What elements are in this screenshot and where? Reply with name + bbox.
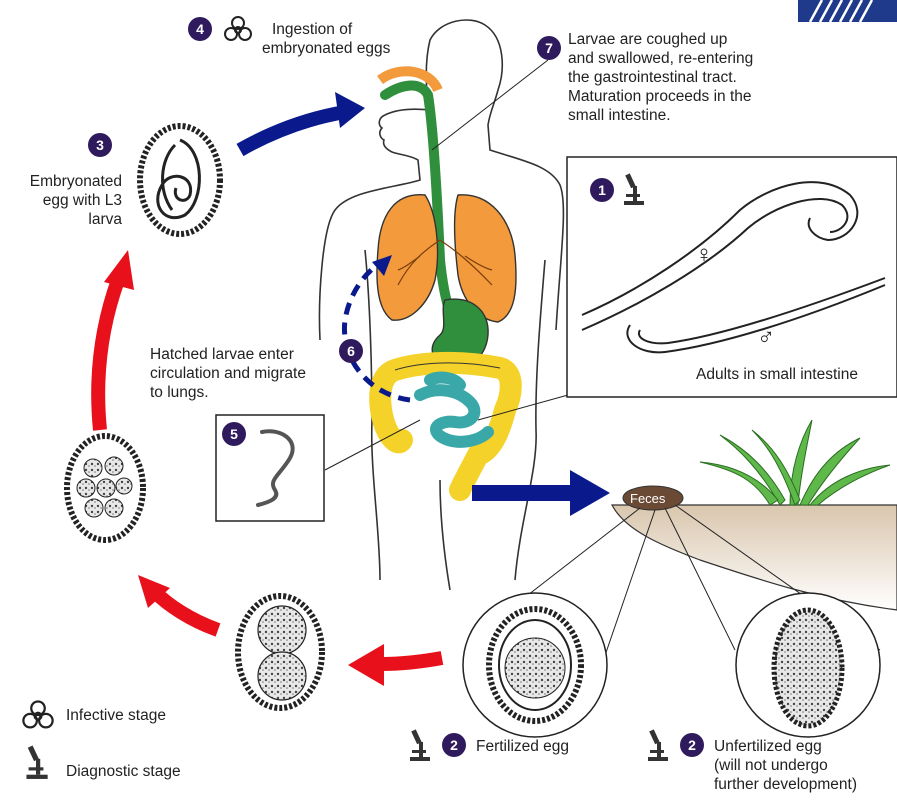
label-line: further development) xyxy=(714,775,857,794)
stage-7-label: Larvae are coughed up and swallowed, re-… xyxy=(568,30,753,125)
stage-4-badge: 4 xyxy=(188,17,212,41)
female-symbol: ♀ xyxy=(695,245,713,264)
stage-3-label: Embryonated egg with L3 larva xyxy=(4,172,122,229)
label-line: and swallowed, re-entering xyxy=(568,49,753,68)
blue-arrow-ingestion xyxy=(240,92,365,150)
microscope-icon xyxy=(406,728,432,762)
egg-embryonated xyxy=(140,126,220,234)
corner-logo xyxy=(798,0,897,22)
red-arrow-left-top xyxy=(138,575,218,630)
feces-label: Feces xyxy=(630,489,665,508)
stage-5-badge: 5 xyxy=(222,422,246,446)
label-line: Embryonated xyxy=(4,172,122,191)
stage-2b-badge: 2 xyxy=(680,733,704,757)
microscope-icon xyxy=(644,728,670,762)
stage-3-badge: 3 xyxy=(88,133,112,157)
label-line: larva xyxy=(4,210,122,229)
egg-morula xyxy=(67,436,143,540)
small-intestine xyxy=(420,378,488,442)
soil xyxy=(612,505,897,610)
label-line: Hatched larvae enter xyxy=(150,345,306,364)
label-line: Larvae are coughed up xyxy=(568,30,753,49)
stage-6-label: Hatched larvae enter circulation and mig… xyxy=(150,345,306,402)
label-line: Ingestion of xyxy=(262,20,390,39)
unfertilized-egg xyxy=(774,610,842,726)
legend-infective: Infective stage xyxy=(66,706,166,725)
grass-plant xyxy=(700,420,890,505)
stage-7-badge: 7 xyxy=(537,36,561,60)
label-line: (will not undergo xyxy=(714,756,857,775)
label-line: to lungs. xyxy=(150,383,306,402)
red-arrow-up xyxy=(98,250,134,430)
microscope-icon xyxy=(620,172,646,206)
stage-4-label: Ingestion of embryonated eggs xyxy=(262,20,390,58)
microscope-icon xyxy=(22,744,50,780)
label-line: the gastrointestinal tract. xyxy=(568,68,753,87)
label-line: small intestine. xyxy=(568,106,753,125)
red-arrow-left-bottom xyxy=(348,644,442,686)
blue-arrow-feces xyxy=(472,470,610,516)
stage-1-badge: 1 xyxy=(590,178,614,202)
fertilized-egg-label: Fertilized egg xyxy=(476,737,569,756)
stage-2a-badge: 2 xyxy=(442,733,466,757)
label-line: embryonated eggs xyxy=(262,39,390,58)
legend-diagnostic: Diagnostic stage xyxy=(66,762,181,781)
adults-label: Adults in small intestine xyxy=(696,365,858,384)
biohazard-icon xyxy=(20,698,56,732)
male-symbol: ♂ xyxy=(757,328,775,347)
label-line: circulation and migrate xyxy=(150,364,306,383)
unfertilized-egg-label: Unfertilized egg (will not undergo furth… xyxy=(714,737,857,794)
label-line: Unfertilized egg xyxy=(714,737,857,756)
fertilized-egg xyxy=(489,609,581,721)
stage-6-badge: 6 xyxy=(339,339,363,363)
label-line: Maturation proceeds in the xyxy=(568,87,753,106)
biohazard-icon xyxy=(222,14,254,44)
egg-two-cell xyxy=(238,596,322,708)
label-line: egg with L3 xyxy=(4,191,122,210)
